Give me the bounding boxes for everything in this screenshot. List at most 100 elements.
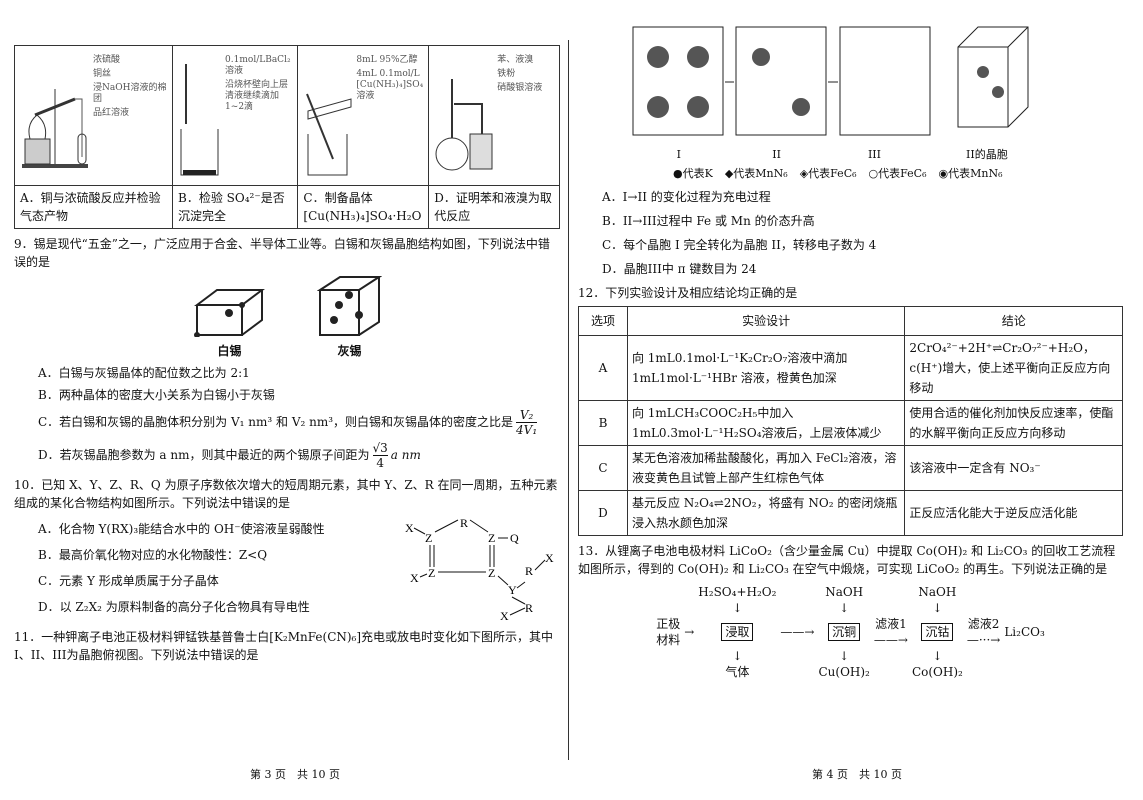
legend-item: ●代表K: [673, 166, 713, 183]
q10-body: A．化合物 Y(RX)₃能结合水中的 OH⁻使溶液呈弱酸性 B．最高价氧化物对应…: [14, 512, 560, 622]
option-b: B．检验 SO₄²⁻是否沉淀完全: [172, 185, 299, 229]
svg-text:R: R: [525, 601, 533, 615]
svg-text:Z: Z: [488, 531, 495, 545]
label: 品红溶液: [93, 108, 130, 118]
legend-mnn6-cell: 代表MnN₆: [948, 166, 1003, 180]
down-arrow-icon: ↓: [839, 649, 850, 663]
right-arrow-icon: ——→: [873, 633, 908, 647]
label: 铜丝: [93, 69, 112, 79]
legend-mnn6: 代表MnN₆: [733, 166, 788, 180]
product-2-cell: ↓Cu(OH)₂: [816, 648, 871, 680]
q9-option-a: A．白锡与灰锡晶体的配位数之比为 2:1: [38, 366, 250, 380]
q9-stem: 9．锡是现代“五金”之一，广泛应用于合金、半导体工业等。白锡和灰锡晶胞结构如图，…: [14, 235, 560, 271]
filtrate-2: 滤液2: [967, 617, 1000, 631]
q9-stem-text: 9．锡是现代“五金”之一，广泛应用于合金、半导体工业等。白锡和灰锡晶胞结构如图，…: [14, 237, 526, 251]
apparatus-c-sketch: [306, 93, 352, 176]
line: 正反应活化能大于逆反应活化能: [909, 506, 1078, 520]
fig-label-white-tin: 白锡: [217, 344, 242, 358]
right-page: I II III II的晶胞 ●代表K ◆代表MnN₆ ◈代表FeC₆ ○代表F…: [578, 22, 1123, 680]
right-arrow-icon: →: [684, 625, 695, 639]
svg-text:X: X: [500, 609, 509, 622]
line: 液变黄色且试管上部产生红棕色气体: [631, 471, 824, 485]
product-1-cell: ↓气体: [696, 648, 778, 680]
legend-fec6: 代表FeC₆: [808, 166, 857, 180]
line: 入热水颜色加深: [643, 516, 728, 530]
q11-crystal-figure: [632, 26, 1029, 136]
step-cobalt: 沉钴: [921, 623, 954, 641]
product-gas: 气体: [725, 665, 750, 679]
q13-stem-cont: 所示，得到的 Co(OH)₂ 和 Li₂CO₃ 在空气中煅烧，可实现 LiCoO…: [602, 562, 1108, 576]
legend-item: ◈代表FeC₆: [800, 166, 857, 183]
svg-text:X: X: [405, 521, 414, 535]
step-leach: 浸取: [721, 623, 754, 641]
q11-option-a: A．I→II 的变化过程为充电过程: [602, 190, 771, 204]
q11-stem-text: 11．一种钾离子电池正极材料钾锰铁基普鲁士白[K₂MnFe(CN)₆]充电或放电…: [14, 630, 554, 644]
label: 沿烧杯壁向上层清液继续滴加1~2滴: [225, 80, 289, 112]
reagent-1: H₂SO₄+H₂O₂: [698, 585, 777, 599]
q9-option-b: B．两种晶体的密度大小关系为白锡小于灰锡: [38, 388, 275, 402]
q11-option-d: D．晶胞III中 π 键数目为 24: [602, 262, 757, 276]
svg-text:Z: Z: [425, 531, 432, 545]
legend-fec6-cell: 代表FeC₆: [878, 166, 927, 180]
conclusion-cell: 正反应活化能大于逆反应活化能: [904, 490, 1123, 536]
tin-crystal-figure: 白锡 灰锡: [14, 275, 560, 360]
line: 液后，上层液体减少: [773, 426, 882, 440]
white-tin-figure: 白锡: [192, 275, 267, 360]
figure-a: 浓硫酸铜丝浸NaOH溶液的棉团品红溶液: [13, 45, 174, 186]
q11-option-c: C．每个晶胞 I 完全转化为晶胞 II，转移电子数为 4: [602, 238, 877, 252]
apparatus-a-sketch: [22, 89, 88, 168]
line: 向 1mL0.1mol·L⁻¹K₂Cr₂O₇溶液中滴加 1mL1mol·L⁻¹: [631, 351, 848, 385]
line: 某无色溶液加稀盐酸酸化，再加入 FeCl₂溶液，溶: [631, 451, 897, 465]
figure-d: 苯、液溴铁粉硝酸银溶液: [428, 45, 560, 186]
option-cell: B: [578, 400, 628, 446]
denominator: 4: [376, 456, 384, 470]
fig-labels: I II III II的晶胞: [578, 147, 1123, 164]
q10-stem-cont: 素组成的某化合物结构如图所示。下列说法中错误的是: [14, 478, 558, 510]
q10-stem: 10．已知 X、Y、Z、R、Q 为原子序数依次增大的短周期元素，其中 Y、Z、R…: [14, 476, 560, 512]
product-3-cell: ↓Co(OH)₂: [910, 648, 965, 680]
design-cell: 基元反应 N₂O₄⇌2NO₂，将盛有 NO₂ 的密闭烧瓶浸入热水颜色加深: [626, 490, 906, 536]
line: 使用合适的催化剂加快反应速率，使酯的: [909, 406, 1114, 440]
reagent-1-cell: H₂SO₄+H₂O₂↓: [696, 584, 778, 616]
unit: a nm: [390, 448, 421, 462]
option-c: C．制备晶体[Cu(NH₃)₄]SO₄·H₂O: [297, 185, 430, 229]
option-cell: D: [578, 490, 628, 536]
page-divider: [568, 40, 569, 760]
label: 浓硫酸: [93, 55, 121, 65]
filtrate-2-arrow: 滤液2 —···→: [965, 616, 1003, 648]
legend-item: ◉代表MnN₆: [939, 166, 1003, 183]
header-design: 实验设计: [626, 306, 906, 336]
numerator: V₂: [516, 408, 538, 423]
option-cell: C: [578, 445, 628, 491]
reagent-3-cell: NaOH↓: [910, 584, 965, 616]
svg-text:Z: Z: [488, 566, 495, 580]
line: 该溶液中一定含有 NO₃⁻: [909, 461, 1041, 475]
flow-end: Li₂CO₃: [1004, 625, 1045, 639]
flow-start: 正极材料: [654, 616, 682, 648]
legend-item: ○代表FeC₆: [869, 166, 927, 183]
k-ion-icon: ●: [673, 166, 683, 180]
q10-options: A．化合物 Y(RX)₃能结合水中的 OH⁻使溶液呈弱酸性 B．最高价氧化物对应…: [14, 512, 400, 622]
apparatus-d-sketch: [435, 79, 493, 171]
filtrate-1: 滤液1: [875, 617, 907, 631]
option-cell: A: [578, 335, 628, 401]
reagent-2-cell: NaOH↓: [816, 584, 871, 616]
reagent-2: NaOH: [825, 585, 864, 599]
header-option: 选项: [578, 306, 628, 336]
design-cell: 向 1mLCH₃COOC₂H₅中加入 1mL0.3mol·L⁻¹H₂SO₄溶液后…: [626, 400, 906, 446]
dotted-arrow-icon: —···→: [966, 633, 1001, 647]
line: 材料: [656, 633, 681, 647]
fig-label-ii-cell: II的晶胞: [966, 148, 1008, 161]
line: 基元反应 N₂O₄⇌2NO₂，将盛有 NO₂ 的密闭烧瓶浸: [631, 496, 898, 530]
line: 2CrO₄²⁻+2H⁺⇌Cr₂O₇²⁻+H₂O，c(H⁺)增大，: [909, 341, 1095, 375]
svg-text:R: R: [460, 516, 468, 530]
line: 使上述平衡向正反应方向移动: [909, 361, 1111, 395]
q10-option-d: D．以 Z₂X₂ 为原料制备的高分子化合物具有导电性: [38, 600, 310, 614]
label: 8mL 95%乙醇: [356, 55, 418, 65]
